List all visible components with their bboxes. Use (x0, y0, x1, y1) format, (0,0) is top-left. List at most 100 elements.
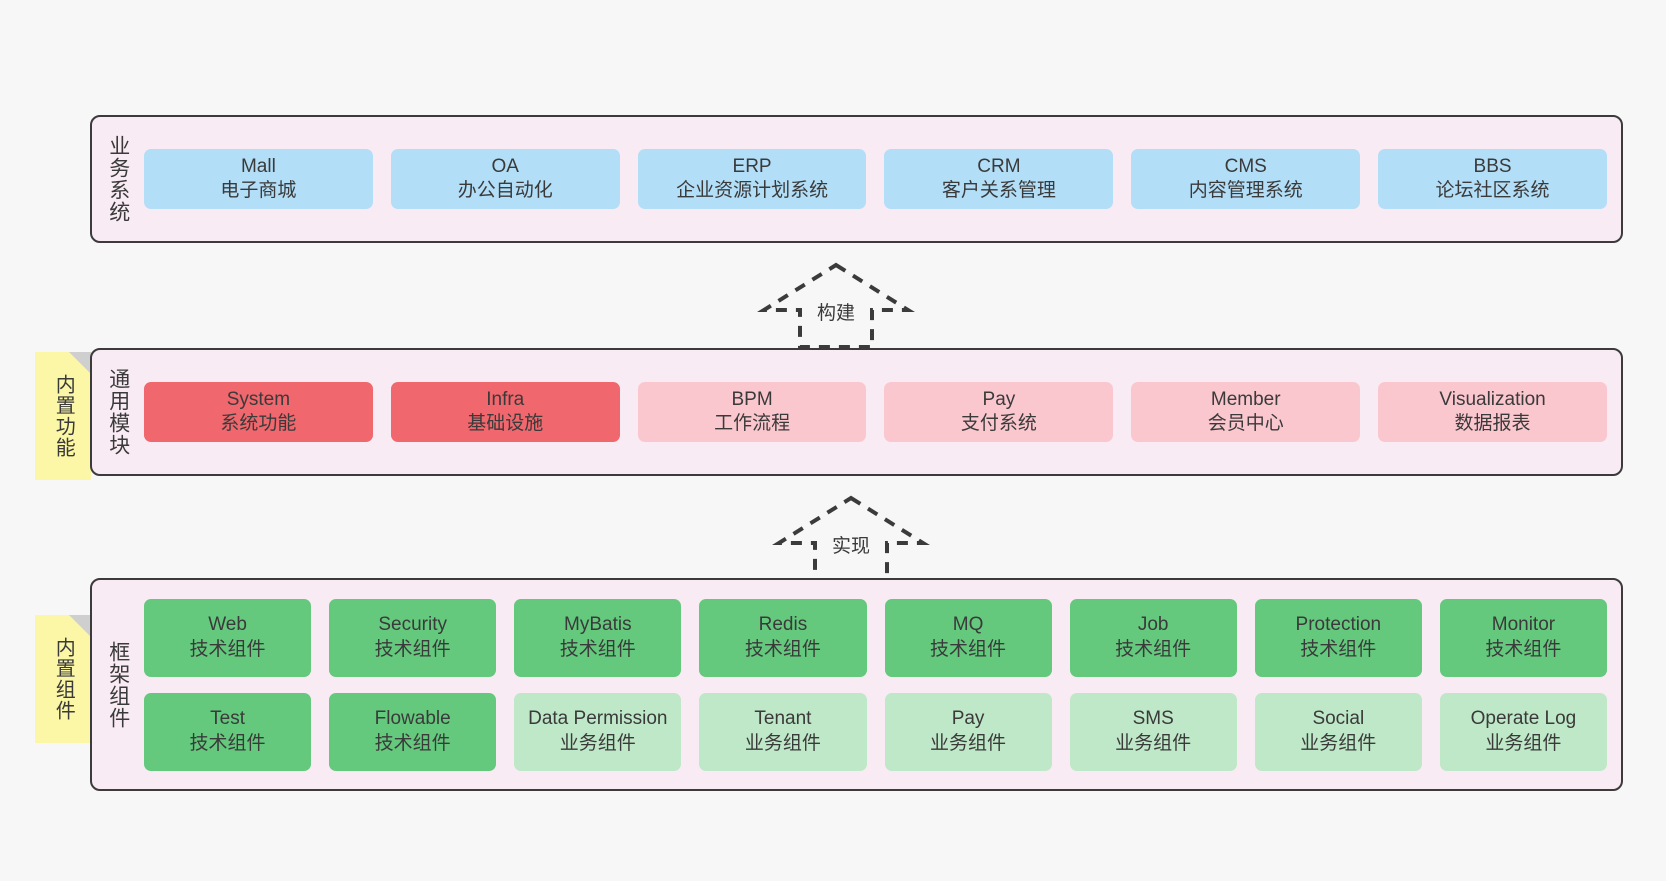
card-subtitle: 办公自动化 (457, 180, 553, 201)
card-member[interactable]: Member 会员中心 (1131, 381, 1361, 443)
card-visualization[interactable]: Visualization 数据报表 (1378, 381, 1607, 443)
card-title: Job (1137, 614, 1169, 636)
card-pay[interactable]: Pay 支付系统 (884, 381, 1114, 443)
card-subtitle: 技术组件 (189, 638, 266, 660)
card-row: Mall 电子商城 OA 办公自动化 ERP 企业资源计划系统 CRM 客户关系… (144, 148, 1607, 210)
sticky-note-label: 内置组件 (52, 637, 75, 721)
card-crm[interactable]: CRM 客户关系管理 (884, 148, 1114, 210)
card-row: Web 技术组件 Security 技术组件 MyBatis 技术组件 Redi… (144, 598, 1607, 677)
card-social[interactable]: Social 业务组件 (1254, 692, 1422, 771)
card-subtitle: 客户关系管理 (941, 180, 1056, 201)
card-erp[interactable]: ERP 企业资源计划系统 (637, 148, 867, 210)
card-operate-log[interactable]: Operate Log 业务组件 (1439, 692, 1607, 771)
card-subtitle: 技术组件 (1485, 638, 1562, 660)
card-title: BBS (1473, 155, 1512, 177)
card-subtitle: 业务组件 (1300, 732, 1377, 754)
layer-common-module: 通用模块 System 系统功能 Infra 基础设施 BPM 工作流程 Pay… (90, 348, 1623, 476)
card-subtitle: 系统功能 (220, 413, 297, 434)
card-title: Operate Log (1470, 708, 1577, 730)
card-subtitle: 基础设施 (467, 413, 544, 434)
card-bpm[interactable]: BPM 工作流程 (637, 381, 867, 443)
card-title: Test (210, 708, 245, 730)
layer-title-business-system: 业务系统 (106, 135, 130, 223)
card-mybatis[interactable]: MyBatis 技术组件 (514, 598, 682, 677)
card-subtitle: 业务组件 (1115, 732, 1192, 754)
arrow-build-label: 构建 (816, 303, 855, 324)
card-subtitle: 电子商城 (220, 180, 297, 201)
card-tenant[interactable]: Tenant 业务组件 (699, 692, 867, 771)
layer-body-common-module: System 系统功能 Infra 基础设施 BPM 工作流程 Pay 支付系统… (144, 350, 1621, 474)
card-title: Mall (240, 155, 276, 177)
sticky-note-label: 内置功能 (52, 374, 75, 458)
card-title: ERP (732, 155, 772, 177)
card-data-permission[interactable]: Data Permission 业务组件 (514, 692, 682, 771)
card-subtitle: 支付系统 (960, 413, 1037, 434)
card-sms[interactable]: SMS 业务组件 (1069, 692, 1237, 771)
card-title: Pay (951, 708, 985, 730)
card-subtitle: 技术组件 (930, 638, 1007, 660)
card-title: Tenant (754, 708, 812, 730)
card-title: Visualization (1439, 388, 1546, 410)
card-subtitle: 技术组件 (189, 732, 266, 754)
card-subtitle: 论坛社区系统 (1435, 180, 1550, 201)
arrow-implement: 实现 (772, 495, 930, 583)
card-title: SMS (1132, 708, 1174, 730)
card-subtitle: 业务组件 (1485, 732, 1562, 754)
card-subtitle: 技术组件 (1300, 638, 1377, 660)
card-title: Infra (486, 388, 525, 410)
card-title: OA (491, 155, 519, 177)
card-title: Web (208, 614, 247, 636)
card-row: System 系统功能 Infra 基础设施 BPM 工作流程 Pay 支付系统… (144, 381, 1607, 443)
card-subtitle: 技术组件 (744, 638, 821, 660)
card-subtitle: 业务组件 (559, 732, 636, 754)
layer-business-system: 业务系统 Mall 电子商城 OA 办公自动化 ERP 企业资源计划系统 CRM… (90, 115, 1623, 243)
card-title: Social (1312, 708, 1365, 730)
card-subtitle: 内容管理系统 (1188, 180, 1303, 201)
card-subtitle: 会员中心 (1207, 413, 1284, 434)
layer-title-common-module: 通用模块 (106, 368, 130, 456)
arrow-implement-label: 实现 (831, 536, 870, 557)
layer-framework-component: 框架组件 Web 技术组件 Security 技术组件 MyBatis 技术组件… (90, 578, 1623, 791)
card-flowable[interactable]: Flowable 技术组件 (329, 692, 497, 771)
card-title: Flowable (374, 708, 451, 730)
card-bbs[interactable]: BBS 论坛社区系统 (1378, 148, 1607, 210)
card-oa[interactable]: OA 办公自动化 (390, 148, 620, 210)
card-infra[interactable]: Infra 基础设施 (390, 381, 620, 443)
card-title: Data Permission (528, 708, 668, 730)
card-redis[interactable]: Redis 技术组件 (699, 598, 867, 677)
card-subtitle: 业务组件 (930, 732, 1007, 754)
card-title: Monitor (1491, 614, 1556, 636)
card-subtitle: 技术组件 (559, 638, 636, 660)
card-subtitle: 技术组件 (374, 732, 451, 754)
card-title: CRM (977, 155, 1021, 177)
card-subtitle: 业务组件 (744, 732, 821, 754)
card-subtitle: 技术组件 (374, 638, 451, 660)
sticky-note-builtin-function: 内置功能 (35, 352, 91, 480)
card-web[interactable]: Web 技术组件 (144, 598, 312, 677)
card-cms[interactable]: CMS 内容管理系统 (1131, 148, 1361, 210)
card-subtitle: 企业资源计划系统 (676, 180, 829, 201)
card-title: System (226, 388, 291, 410)
card-title: Protection (1295, 614, 1382, 636)
card-title: Pay (982, 388, 1016, 410)
card-mall[interactable]: Mall 电子商城 (144, 148, 373, 210)
card-title: Member (1210, 388, 1281, 410)
card-row: Test 技术组件 Flowable 技术组件 Data Permission … (144, 692, 1607, 771)
card-subtitle: 数据报表 (1454, 413, 1531, 434)
card-protection[interactable]: Protection 技术组件 (1254, 598, 1422, 677)
card-subtitle: 技术组件 (1115, 638, 1192, 660)
card-system[interactable]: System 系统功能 (144, 381, 373, 443)
layer-body-business-system: Mall 电子商城 OA 办公自动化 ERP 企业资源计划系统 CRM 客户关系… (144, 117, 1621, 241)
card-monitor[interactable]: Monitor 技术组件 (1439, 598, 1607, 677)
card-test[interactable]: Test 技术组件 (144, 692, 312, 771)
card-job[interactable]: Job 技术组件 (1069, 598, 1237, 677)
card-title: BPM (731, 388, 773, 410)
card-pay-component[interactable]: Pay 业务组件 (884, 692, 1052, 771)
folded-corner-icon (69, 352, 91, 374)
card-security[interactable]: Security 技术组件 (329, 598, 497, 677)
card-mq[interactable]: MQ 技术组件 (884, 598, 1052, 677)
card-title: Redis (758, 614, 808, 636)
sticky-note-builtin-component: 内置组件 (35, 615, 91, 743)
arrow-build: 构建 (757, 262, 915, 350)
